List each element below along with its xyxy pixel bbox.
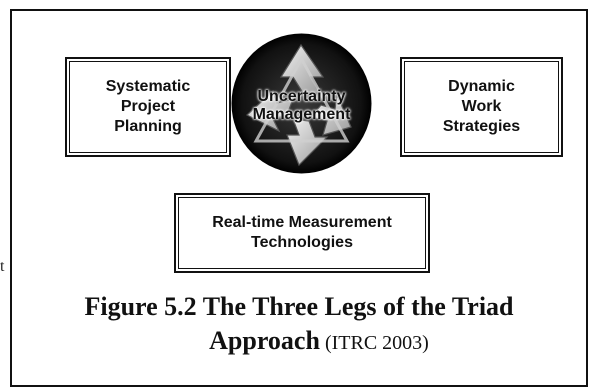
leg-dynamic-work-strategies: Dynamic Work Strategies bbox=[400, 57, 563, 157]
leg-left-label: Systematic Project Planning bbox=[105, 78, 191, 135]
leg-real-time-measurement: Real-time Measurement Technologies bbox=[174, 193, 430, 273]
triad-triangle-outline bbox=[253, 55, 350, 143]
leg-right-label: Dynamic Work Strategies bbox=[442, 78, 521, 135]
stray-text-fragment: t bbox=[0, 258, 5, 275]
caption-approach: Approach bbox=[209, 326, 320, 355]
hub-disc bbox=[231, 33, 372, 174]
leg-systematic-project-planning: Systematic Project Planning bbox=[65, 57, 231, 157]
caption-line-2: Approach (ITRC 2003) bbox=[12, 324, 586, 360]
leg-bottom-label: Real-time Measurement Technologies bbox=[212, 214, 392, 251]
figure-caption: Figure 5.2 The Three Legs of the Triad A… bbox=[12, 290, 586, 360]
uncertainty-management-hub bbox=[231, 33, 372, 174]
caption-line-1: Figure 5.2 The Three Legs of the Triad bbox=[84, 292, 514, 321]
hub-label: Uncertainty Management bbox=[252, 88, 351, 123]
caption-citation: (ITRC 2003) bbox=[319, 332, 429, 354]
figure-frame bbox=[10, 9, 588, 387]
